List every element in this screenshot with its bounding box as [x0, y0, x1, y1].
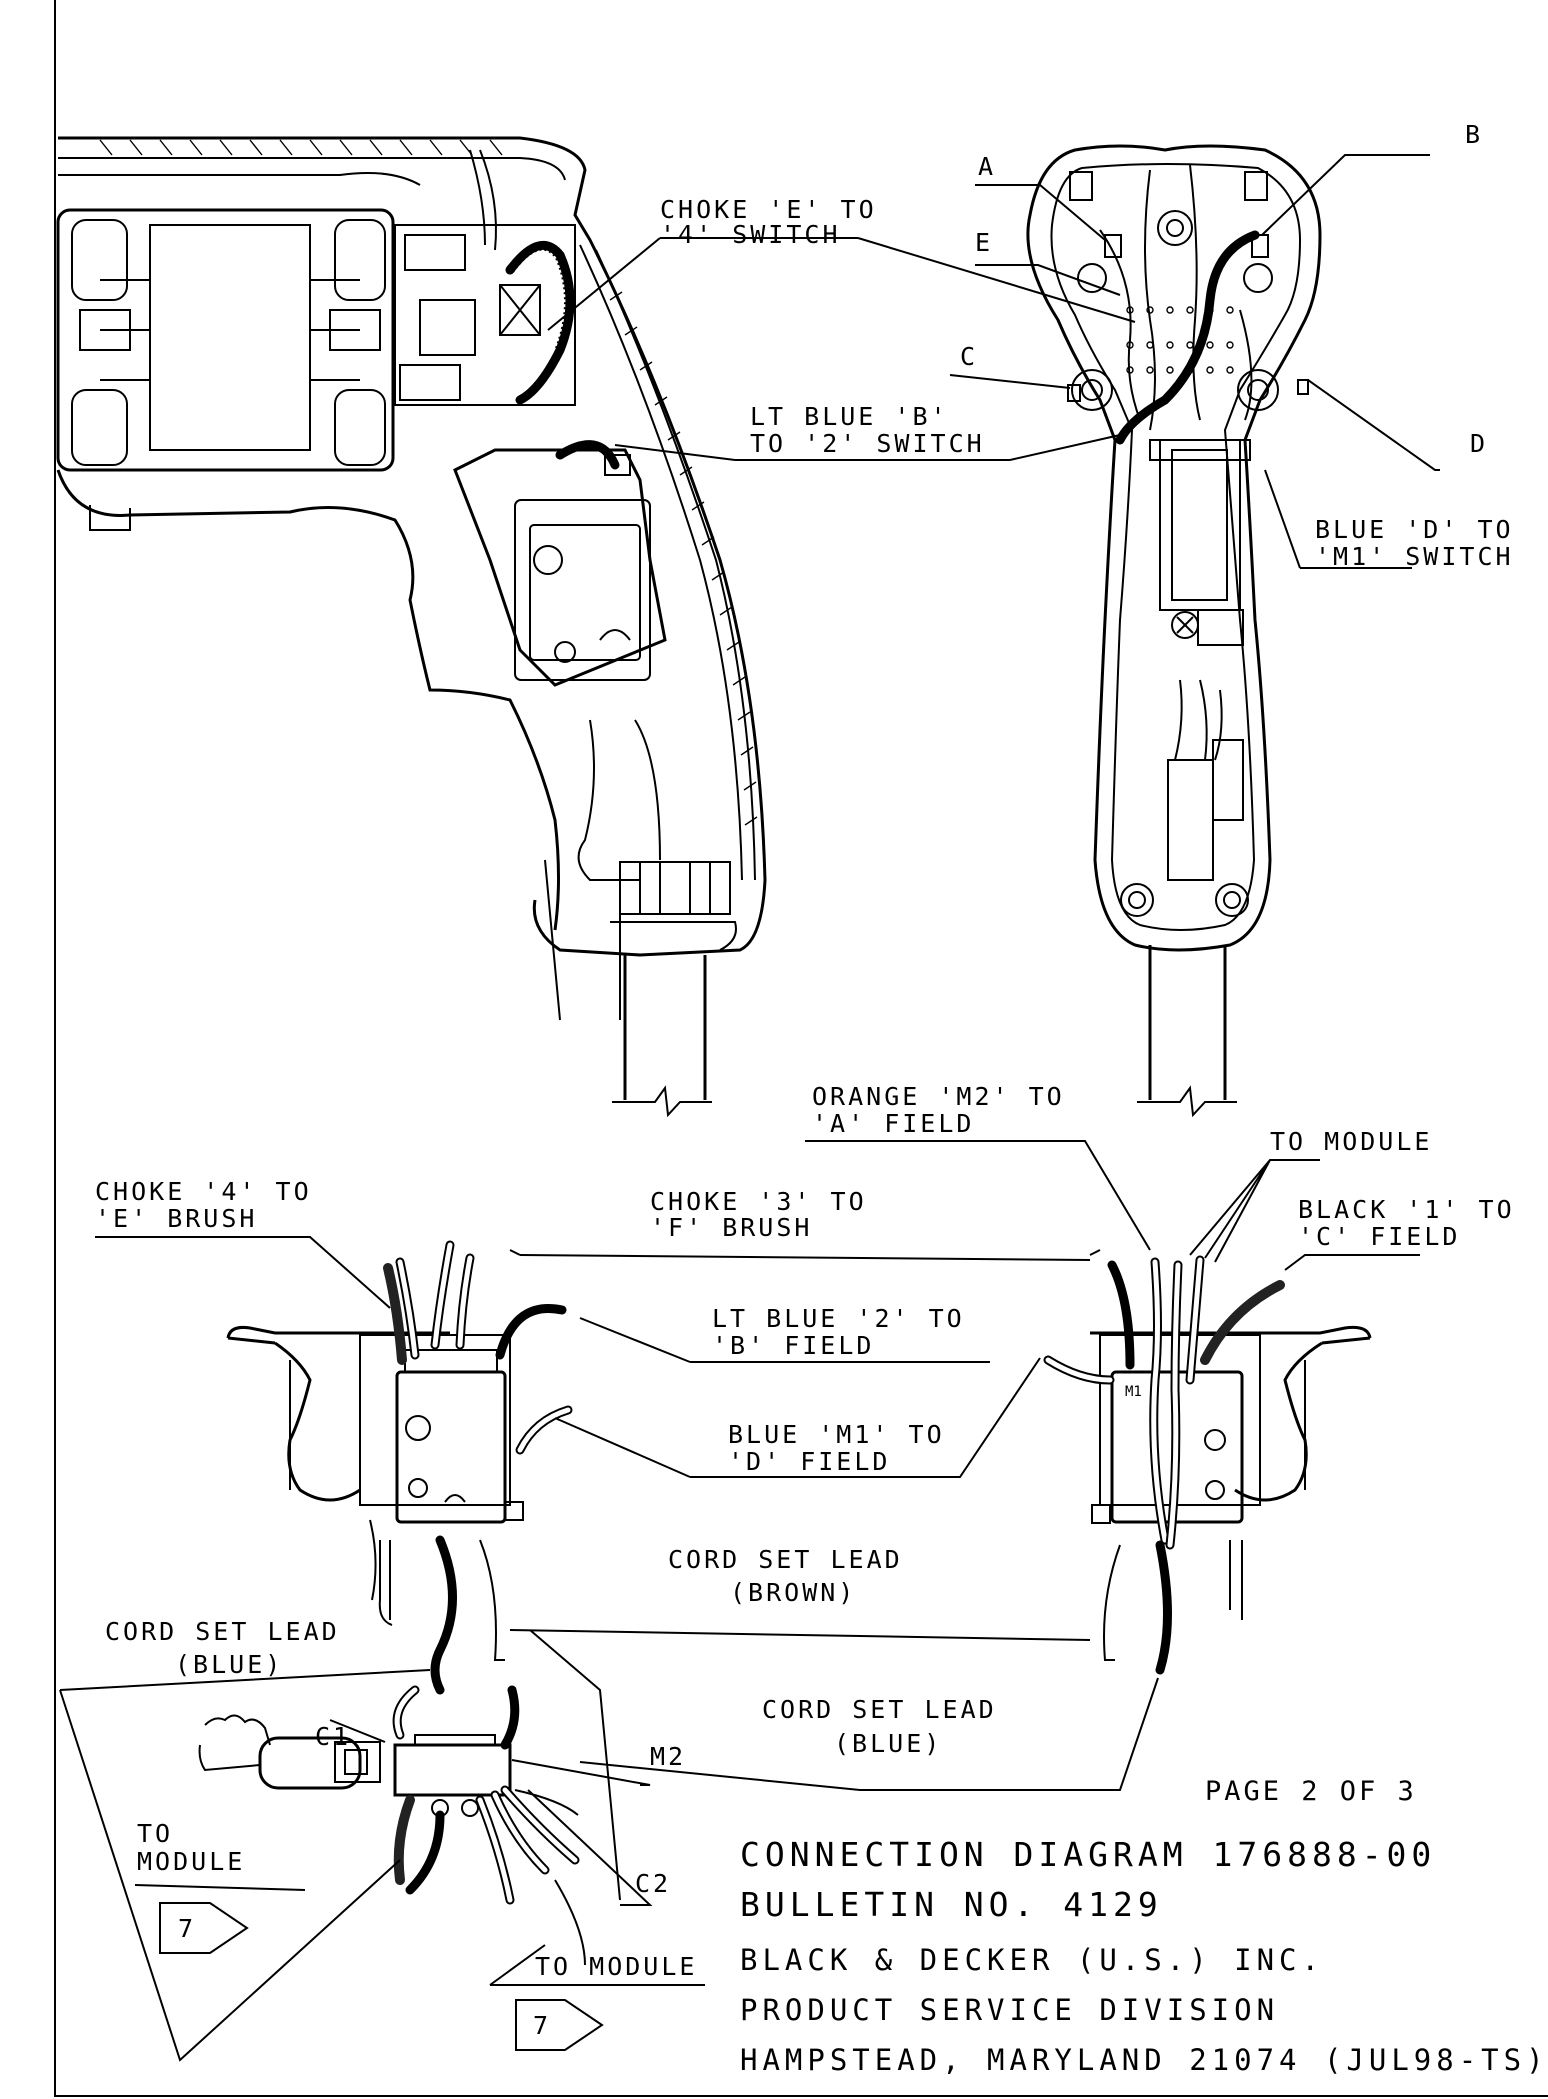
- callout-choke-e-line1: CHOKE 'E' TO: [660, 195, 877, 224]
- switch-front-view: [226, 1240, 573, 1695]
- callout-orange-m2-line1: ORANGE 'M2' TO: [812, 1082, 1065, 1111]
- leader-lines: [95, 154, 1440, 1986]
- choke-label-c1: C1: [315, 1722, 351, 1751]
- diagram-title: CONNECTION DIAGRAM 176888-00: [740, 1835, 1436, 1874]
- callout-ltblue-2-line2: 'B' FIELD: [712, 1331, 874, 1360]
- callout-choke-3-line1: CHOKE '3' TO: [650, 1187, 867, 1216]
- callout-black-1-line2: 'C' FIELD: [1298, 1222, 1460, 1251]
- drill-rear-view: [1026, 144, 1322, 1118]
- callout-cord-blue-left-line1: CORD SET LEAD: [105, 1617, 340, 1646]
- callout-choke-e-line2: '4' SWITCH: [660, 220, 841, 249]
- callout-blue-m1-line2: 'D' FIELD: [728, 1447, 890, 1476]
- callout-labels: CHOKE 'E' TO '4' SWITCH LT BLUE 'B' TO '…: [95, 120, 1515, 1981]
- module-badge-left-number: 7: [178, 1914, 196, 1943]
- callout-blue-d-line2: 'M1' SWITCH: [1315, 542, 1514, 571]
- callout-choke-4-line2: 'E' BRUSH: [95, 1204, 257, 1233]
- callout-ltblue-b-line1: LT BLUE 'B': [750, 402, 949, 431]
- switch-mark-m1: M1: [1125, 1384, 1142, 1400]
- callout-choke-4-line1: CHOKE '4' TO: [95, 1177, 312, 1206]
- title-block: PAGE 2 OF 3 CONNECTION DIAGRAM 176888-00…: [740, 1776, 1548, 2077]
- callout-cord-blue-right-line1: CORD SET LEAD: [762, 1695, 997, 1724]
- choke-label-c2: C2: [635, 1869, 671, 1898]
- callout-blue-m1-line1: BLUE 'M1' TO: [728, 1420, 945, 1449]
- page-border: [54, 0, 1548, 2097]
- division-name: PRODUCT SERVICE DIVISION: [740, 1993, 1279, 2027]
- address: HAMPSTEAD, MARYLAND 21074 (JUL98-TS): [740, 2043, 1548, 2077]
- callout-blue-d-line1: BLUE 'D' TO: [1315, 515, 1514, 544]
- switch-rear-view: M1: [1043, 1255, 1372, 1675]
- module-bottom-text: TO MODULE: [535, 1952, 697, 1981]
- rear-letter-e: E: [975, 228, 993, 257]
- callout-ltblue-b-line2: TO '2' SWITCH: [750, 429, 985, 458]
- choke-module-detail: [59, 1669, 586, 2062]
- callout-orange-m2-line2: 'A' FIELD: [812, 1109, 974, 1138]
- callout-ltblue-2-line1: LT BLUE '2' TO: [712, 1304, 965, 1333]
- module-badge-bottom-number: 7: [533, 2011, 551, 2040]
- callout-cord-brown-line1: CORD SET LEAD: [668, 1545, 903, 1574]
- callout-to-module: TO MODULE: [1270, 1127, 1432, 1156]
- module-left-line1: TO: [137, 1819, 173, 1848]
- callout-black-1-line1: BLACK '1' TO: [1298, 1195, 1515, 1224]
- rear-letter-d: D: [1470, 429, 1488, 458]
- module-badge-bottom: 7: [515, 1999, 604, 2051]
- module-badge-left: 7: [159, 1902, 249, 1954]
- callout-cord-brown-line2: (BROWN): [730, 1578, 856, 1607]
- callout-cord-blue-left-line2: (BLUE): [175, 1650, 283, 1679]
- rear-letter-c: C: [960, 342, 978, 371]
- rear-letter-b: B: [1465, 120, 1483, 149]
- rear-letter-a: A: [978, 152, 996, 181]
- drill-side-view: [56, 136, 767, 1118]
- bulletin-number: BULLETIN NO. 4129: [740, 1885, 1163, 1924]
- callout-choke-3-line2: 'F' BRUSH: [650, 1213, 812, 1242]
- callout-cord-blue-right-line2: (BLUE): [834, 1729, 942, 1758]
- choke-label-m2: M2: [650, 1742, 686, 1771]
- page-number: PAGE 2 OF 3: [1205, 1776, 1417, 1807]
- module-left-line2: MODULE: [137, 1847, 245, 1876]
- company-name: BLACK & DECKER (U.S.) INC.: [740, 1943, 1324, 1977]
